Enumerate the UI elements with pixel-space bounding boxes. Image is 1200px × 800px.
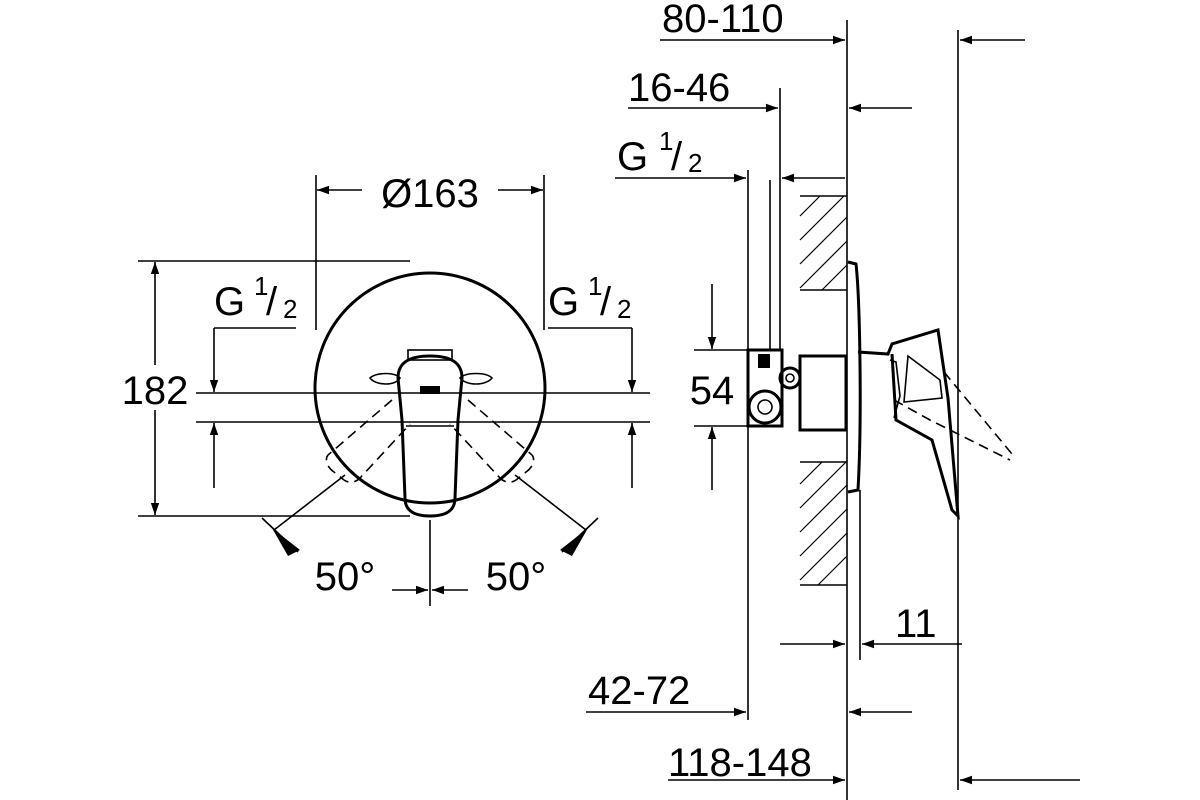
left-thread-label: G [214, 280, 245, 324]
side-lever-swing-2 [943, 371, 1013, 455]
mixer-body [798, 354, 848, 432]
front-view: Ø163 182 G 1 / 2 G 1 / 2 [122, 172, 650, 606]
side-cover-plate [847, 260, 862, 494]
upper-fitting [778, 366, 802, 390]
height-label: 182 [122, 369, 189, 413]
dim-80-110-label: 80-110 [662, 0, 784, 41]
side-lever-inner-2 [903, 354, 943, 403]
dim-42-72-label: 42-72 [588, 669, 690, 713]
side-thread-den: 2 [688, 148, 702, 178]
left-thread-slash: / [266, 280, 278, 324]
side-lever-inner [889, 359, 901, 419]
diameter-label: Ø163 [381, 172, 479, 216]
right-thread-label: G [548, 280, 579, 324]
right-thread-num: 1 [588, 271, 602, 301]
angle-right-label: 50° [486, 555, 547, 599]
side-lever-swing [893, 399, 1011, 461]
side-lever-outline [857, 328, 960, 520]
side-view: 80-110 16-46 G 1 / 2 [586, 0, 1080, 800]
dim-11-label: 11 [895, 602, 937, 646]
logo-mark [420, 386, 440, 394]
wall-hatch-bottom [799, 461, 848, 586]
cartridge-left [368, 372, 401, 385]
front-lever-outline [396, 354, 464, 518]
lever-swing-left [273, 399, 411, 531]
wall-hatch-top [799, 195, 848, 291]
dim-118-148-label: 118-148 [668, 741, 812, 785]
upper-fitting-inner [785, 373, 795, 383]
side-thread-num: 1 [659, 126, 673, 156]
left-thread-den: 2 [283, 294, 297, 324]
angle-left-lead [261, 517, 299, 553]
left-thread-num: 1 [254, 271, 268, 301]
mixer-inlet-block [746, 348, 784, 428]
inlet-fitting-outer [747, 389, 783, 425]
front-lever-top-cap [407, 349, 453, 361]
inlet-fitting-inner [757, 399, 773, 415]
angle-right-lead [561, 517, 599, 553]
dim-16-46-label: 16-46 [628, 66, 730, 110]
right-thread-slash: / [600, 280, 612, 324]
dim-54-label: 54 [690, 369, 735, 413]
right-thread-den: 2 [617, 294, 631, 324]
cover-plate-circle [313, 271, 547, 505]
cartridge-right [458, 372, 494, 385]
lever-swing-right [449, 399, 587, 531]
angle-left-label: 50° [315, 555, 376, 599]
bolt-cap [758, 354, 770, 368]
side-thread-slash: / [671, 135, 683, 179]
side-thread-label: G [617, 135, 648, 179]
